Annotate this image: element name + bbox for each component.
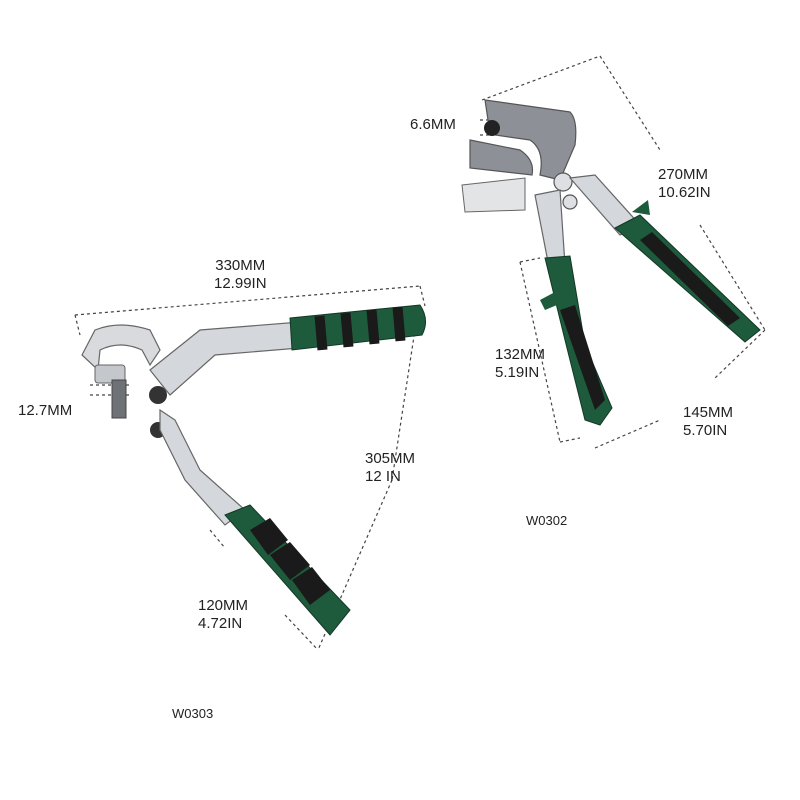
w0302-left-grip-label: 132MM 5.19IN — [495, 346, 546, 381]
w0303-span-label: 305MM 12 IN — [365, 450, 416, 485]
w0302-right-grip-label: 145MM 5.70IN — [683, 404, 734, 439]
w0303-length-label: 330MM 12.99IN — [214, 257, 267, 292]
tool-w0303 — [74, 285, 426, 651]
w0303-dimension-lines — [74, 285, 426, 651]
w0302-left-handle — [534, 189, 613, 426]
w0303-lower-handle — [159, 408, 351, 636]
w0303-upper-handle — [149, 304, 426, 396]
w0303-jaw-label: 12.7MM — [18, 402, 73, 419]
w0302-model-code: W0302 — [526, 513, 568, 528]
w0302-cast-head — [461, 99, 578, 213]
w0302-right-handle — [568, 174, 761, 343]
w0302-jaw-label: 6.6MM — [410, 116, 456, 133]
w0303-grip-label: 120MM 4.72IN — [198, 597, 249, 632]
w0303-model-code: W0303 — [172, 706, 214, 721]
tool-w0302 — [461, 55, 766, 449]
w0302-length-label: 270MM 10.62IN — [658, 166, 711, 201]
